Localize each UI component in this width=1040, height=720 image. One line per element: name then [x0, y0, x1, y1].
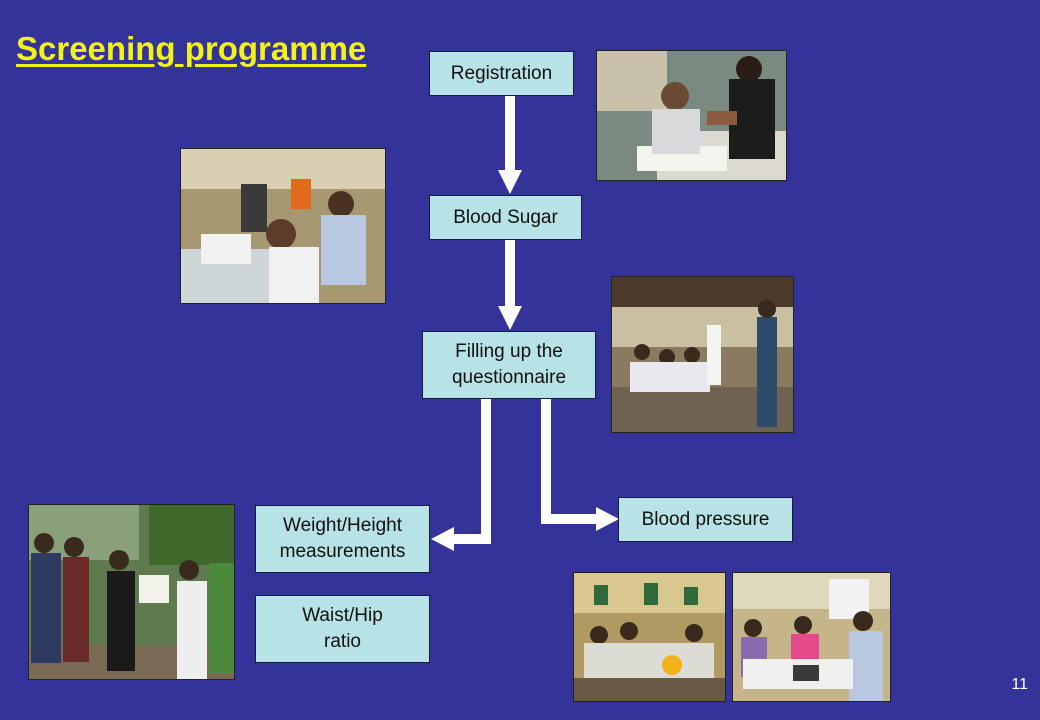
- step-registration: Registration: [429, 51, 574, 96]
- photo-blood-pressure-1: [573, 572, 726, 702]
- step-waist-hip: Waist/Hip ratio: [255, 595, 430, 663]
- photo-questionnaire: [611, 276, 794, 433]
- arrow-blood-sugar-to-questionnaire: [498, 240, 522, 330]
- photo-registration: [596, 50, 787, 181]
- arrow-questionnaire-to-blood-pressure: [541, 398, 619, 531]
- step-blood-pressure: Blood pressure: [618, 497, 793, 542]
- step-blood-sugar: Blood Sugar: [429, 195, 582, 240]
- photo-blood-pressure-2: [732, 572, 891, 702]
- step-questionnaire: Filling up the questionnaire: [422, 331, 596, 399]
- photo-weight-height: [28, 504, 235, 680]
- arrow-questionnaire-to-weight-height: [431, 398, 491, 551]
- slide-title: Screening programme: [16, 30, 367, 67]
- photo-blood-sugar: [180, 148, 386, 304]
- page-number: 11: [1011, 676, 1028, 693]
- arrow-registration-to-blood-sugar: [498, 96, 522, 194]
- step-weight-height: Weight/Height measurements: [255, 505, 430, 573]
